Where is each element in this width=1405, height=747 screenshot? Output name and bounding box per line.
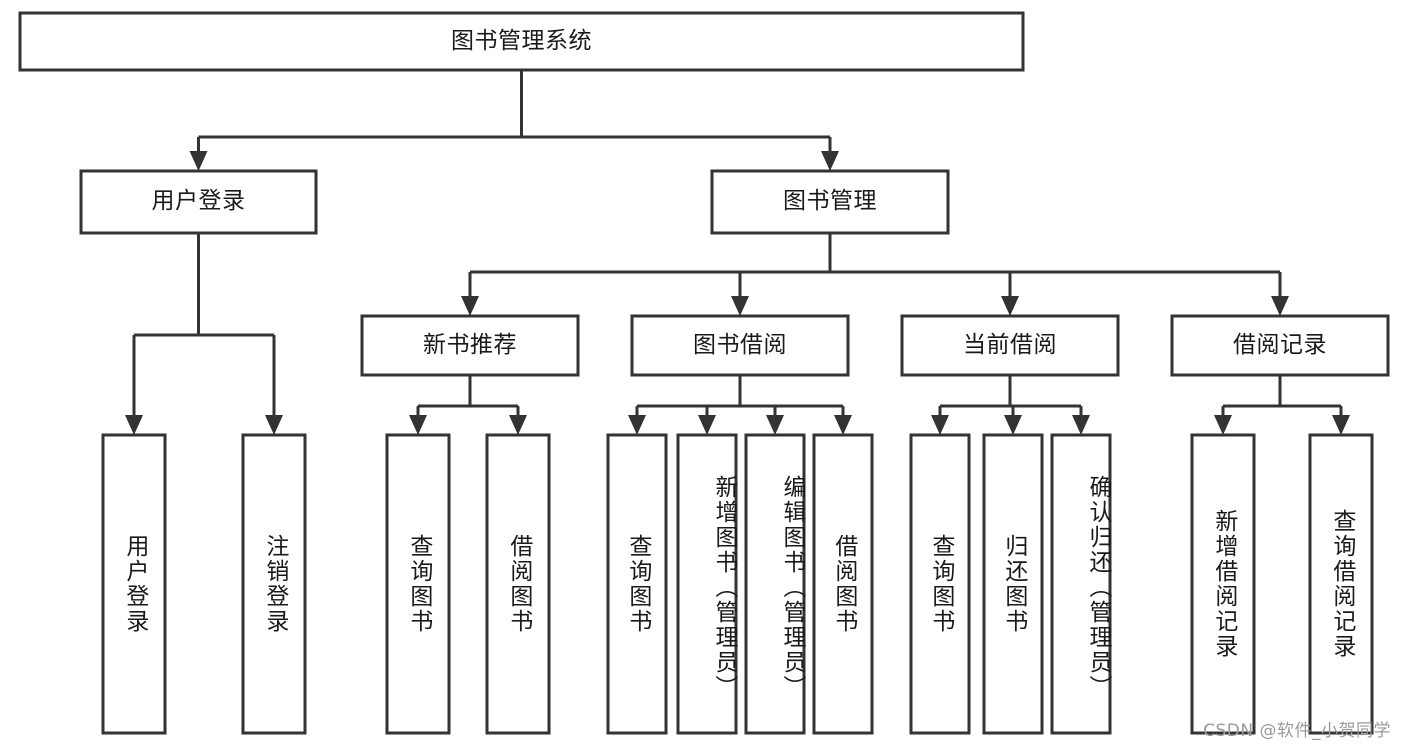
arrow-head-icon — [509, 415, 527, 435]
arrow-head-icon — [1072, 415, 1090, 435]
node-box-book-manage[interactable] — [710, 169, 950, 235]
node-box-leaf-add-book-admin[interactable] — [676, 433, 738, 735]
arrow-head-icon — [628, 415, 646, 435]
arrow-head-icon — [1271, 296, 1289, 316]
node-box-leaf-user-login[interactable] — [101, 433, 167, 735]
node-box-leaf-query-book-bor[interactable] — [606, 433, 668, 735]
arrow-head-icon — [1332, 415, 1350, 435]
node-box-leaf-query-borrow-record[interactable] — [1308, 433, 1374, 735]
arrow-head-icon — [766, 415, 784, 435]
node-box-current-borrow[interactable] — [900, 314, 1120, 377]
arrow-head-icon — [821, 151, 839, 171]
node-box-new-book-rec[interactable] — [360, 314, 580, 377]
arrow-head-icon — [409, 415, 427, 435]
arrow-head-icon — [1214, 415, 1232, 435]
node-box-book-borrow[interactable] — [630, 314, 850, 377]
node-box-leaf-edit-book-admin[interactable] — [744, 433, 806, 735]
arrow-head-icon — [1004, 415, 1022, 435]
node-box-leaf-confirm-return-admin[interactable] — [1050, 433, 1112, 735]
node-box-leaf-borrow-book-rec[interactable] — [485, 433, 551, 735]
node-box-leaf-query-book-cur[interactable] — [909, 433, 971, 735]
arrow-head-icon — [834, 415, 852, 435]
arrow-head-icon — [189, 151, 208, 171]
arrow-head-icon — [931, 415, 949, 435]
node-box-leaf-query-book-rec[interactable] — [385, 433, 451, 735]
arrow-head-icon — [1001, 296, 1019, 316]
node-box-leaf-add-borrow-record[interactable] — [1190, 433, 1256, 735]
arrow-head-icon — [125, 415, 143, 435]
node-box-root[interactable] — [18, 11, 1025, 72]
csdn-watermark: CSDN @软件_小贺同学 — [1203, 721, 1391, 741]
node-box-leaf-borrow-book-bor[interactable] — [812, 433, 874, 735]
arrow-head-icon — [731, 296, 749, 316]
node-box-user-login[interactable] — [79, 169, 318, 235]
arrow-head-icon — [265, 415, 283, 435]
node-box-borrow-record[interactable] — [1170, 314, 1390, 377]
arrow-head-icon — [698, 415, 716, 435]
node-box-leaf-return-book[interactable] — [982, 433, 1044, 735]
arrow-head-icon — [461, 296, 479, 316]
node-box-leaf-logout[interactable] — [241, 433, 307, 735]
